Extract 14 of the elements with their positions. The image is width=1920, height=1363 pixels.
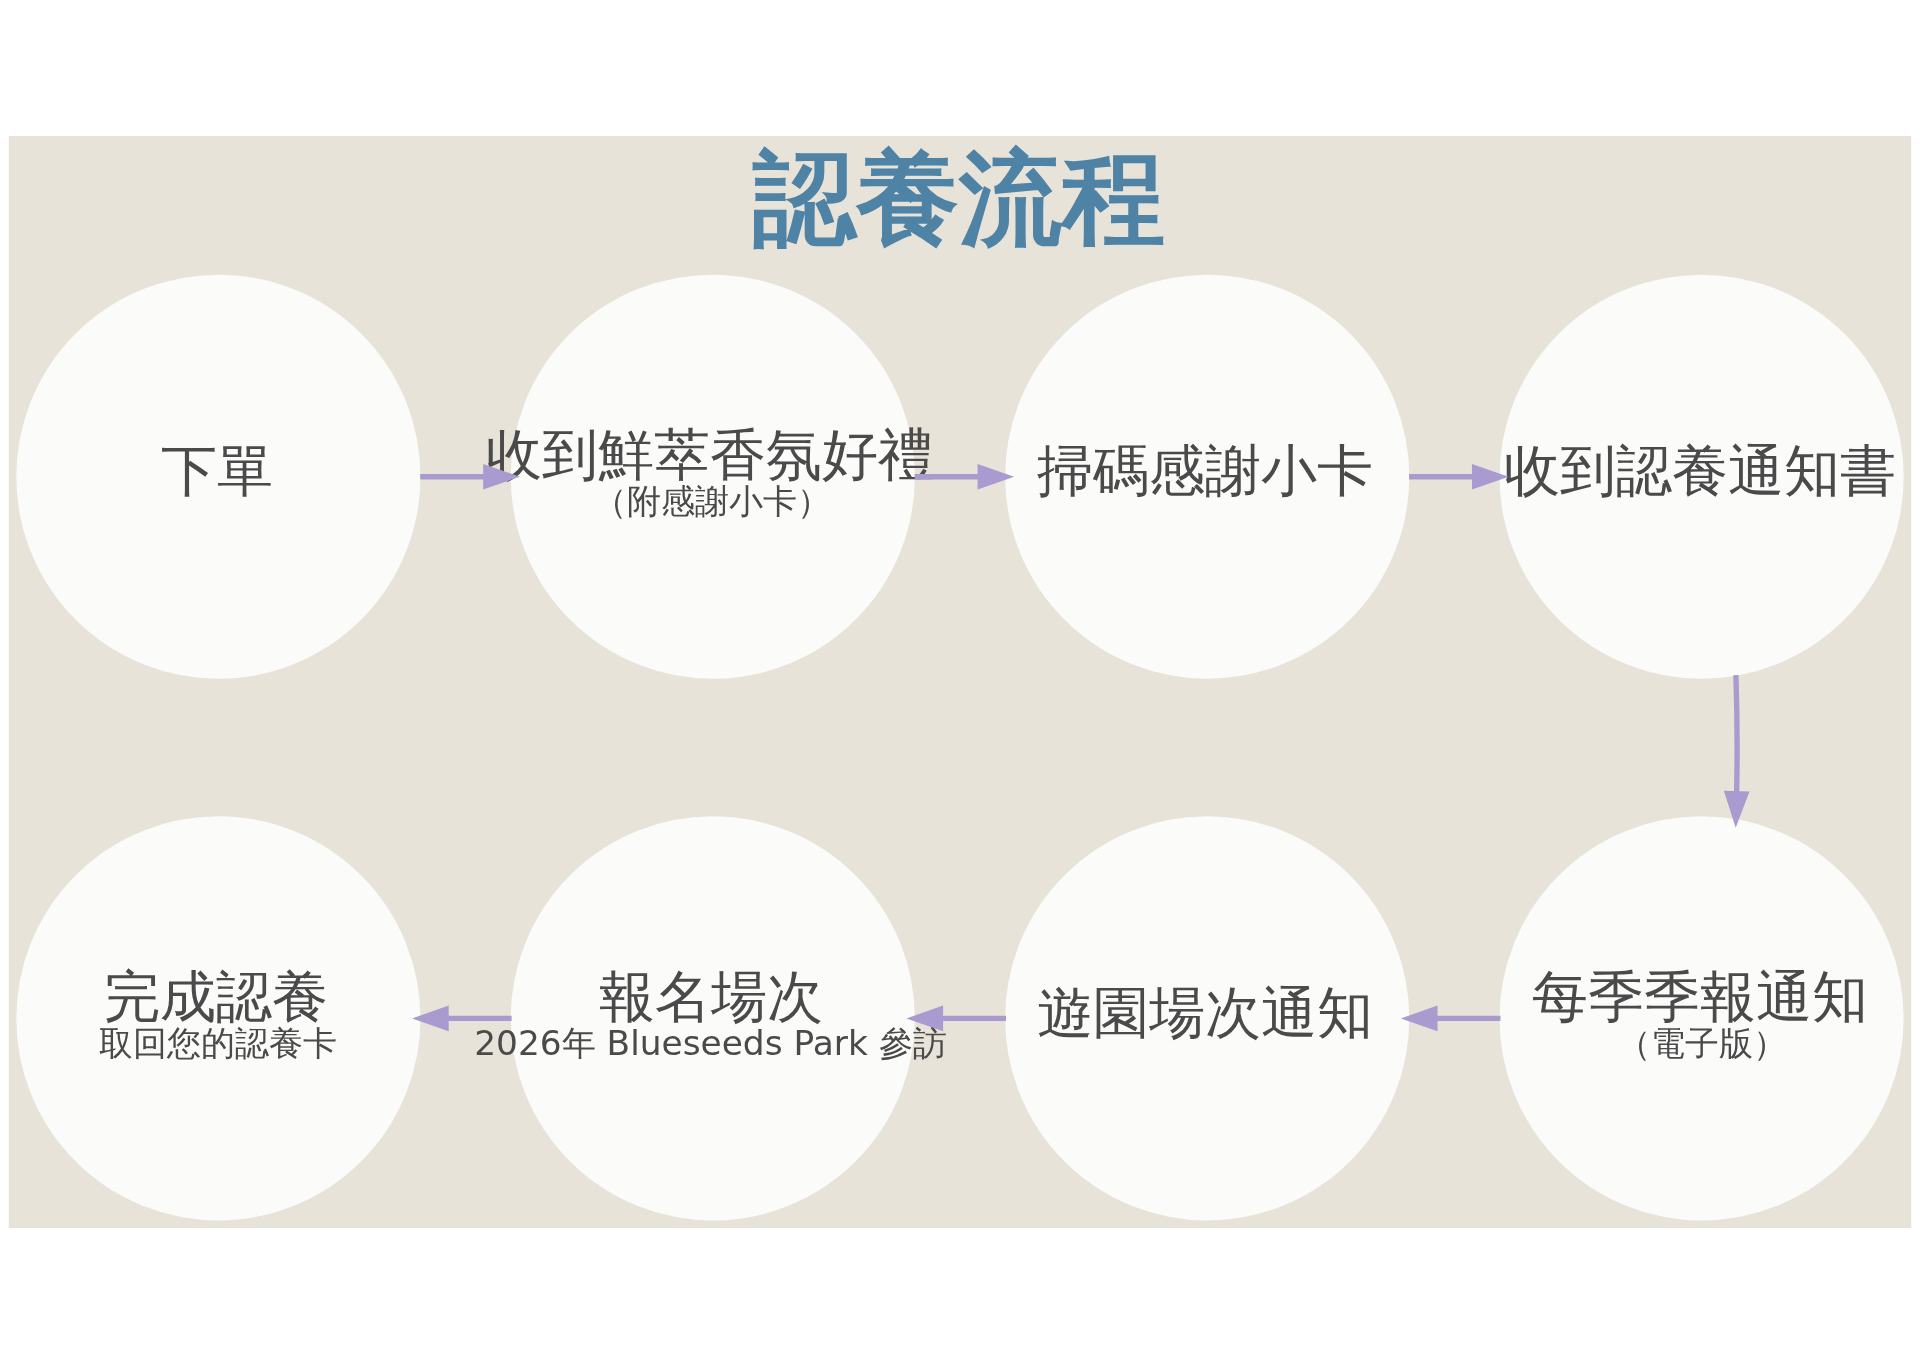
- node-circle: 收到認養通知書: [1499, 274, 1904, 679]
- arrow: [1723, 674, 1750, 828]
- arrow: [420, 463, 520, 490]
- node-circle: 每季季報通知 （電子版）: [1499, 815, 1904, 1220]
- arrow: [906, 1005, 1007, 1031]
- arrow: [1400, 1005, 1501, 1031]
- node-circle: 掃碼感謝小卡: [1005, 274, 1410, 679]
- node-circle: 遊園場次通知: [1005, 815, 1410, 1220]
- arrow: [1409, 463, 1509, 490]
- node-circle: 完成認養 取回您的認養卡: [16, 815, 421, 1220]
- node-circle: 下單: [16, 274, 421, 679]
- diagram-title: 認養流程: [752, 137, 1165, 258]
- arrow: [412, 1005, 512, 1031]
- arrow: [914, 463, 1015, 490]
